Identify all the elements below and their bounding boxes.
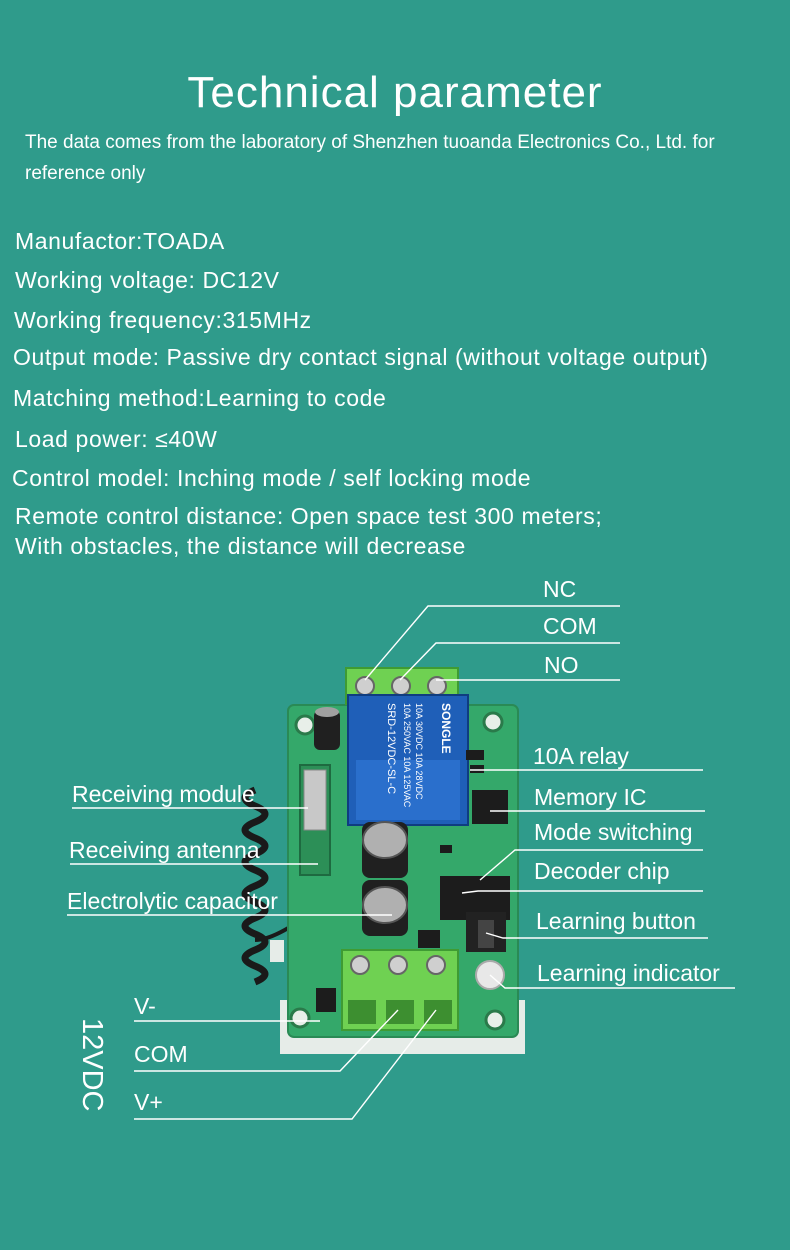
electrolytic-capacitors xyxy=(362,821,408,936)
spec-obstacle-note: With obstacles, the distance will decrea… xyxy=(15,533,466,559)
spec-working-voltage: Working voltage: DC12V xyxy=(15,267,280,293)
label-learning-button: Learning button xyxy=(536,908,696,934)
label-electrolytic-capacitor: Electrolytic capacitor xyxy=(67,888,278,914)
label-com-bottom: COM xyxy=(134,1041,188,1067)
label-v-minus: V- xyxy=(134,993,156,1019)
spec-remote-distance: Remote control distance: Open space test… xyxy=(15,503,603,529)
label-no: NO xyxy=(544,652,579,678)
label-receiving-module: Receiving module xyxy=(72,781,255,807)
spec-load-power: Load power: ≤40W xyxy=(15,426,218,452)
label-12vdc: 12VDC xyxy=(76,1018,108,1112)
memory-ic xyxy=(472,790,508,824)
page-subtitle: The data comes from the laboratory of Sh… xyxy=(25,132,715,184)
relay-model-text: SRD-12VDC-SL-C xyxy=(385,703,397,794)
label-relay: 10A relay xyxy=(533,743,629,769)
label-memory-ic: Memory IC xyxy=(534,784,647,810)
leader-lines xyxy=(67,605,735,1120)
label-v-plus: V+ xyxy=(134,1089,163,1115)
label-nc: NC xyxy=(543,576,577,602)
spec-matching-method: Matching method:Learning to code xyxy=(13,385,387,411)
spec-manufacturer: Manufactor:TOADA xyxy=(15,228,225,254)
label-mode-switching: Mode switching xyxy=(534,819,693,845)
spec-control-model: Control model: Inching mode / self locki… xyxy=(12,465,532,491)
relay-rating-text-2: 10A 30VDC 10A 28VDC xyxy=(414,703,424,800)
label-learning-indicator: Learning indicator xyxy=(537,960,720,986)
spec-output-mode: Output mode: Passive dry contact signal … xyxy=(13,344,709,370)
learning-button-part xyxy=(466,912,506,952)
small-capacitor xyxy=(314,707,340,750)
label-decoder-chip: Decoder chip xyxy=(534,858,670,884)
label-receiving-antenna: Receiving antenna xyxy=(69,837,260,863)
page-title: Technical parameter xyxy=(187,68,603,117)
mounting-holes xyxy=(289,711,506,1031)
relay-brand-text: SONGLE xyxy=(439,703,453,754)
label-com-top: COM xyxy=(543,613,597,639)
spec-working-frequency: Working frequency:315MHz xyxy=(14,307,312,333)
relay-rating-text-1: 10A 250VAC 10A 125VAC xyxy=(402,703,412,808)
